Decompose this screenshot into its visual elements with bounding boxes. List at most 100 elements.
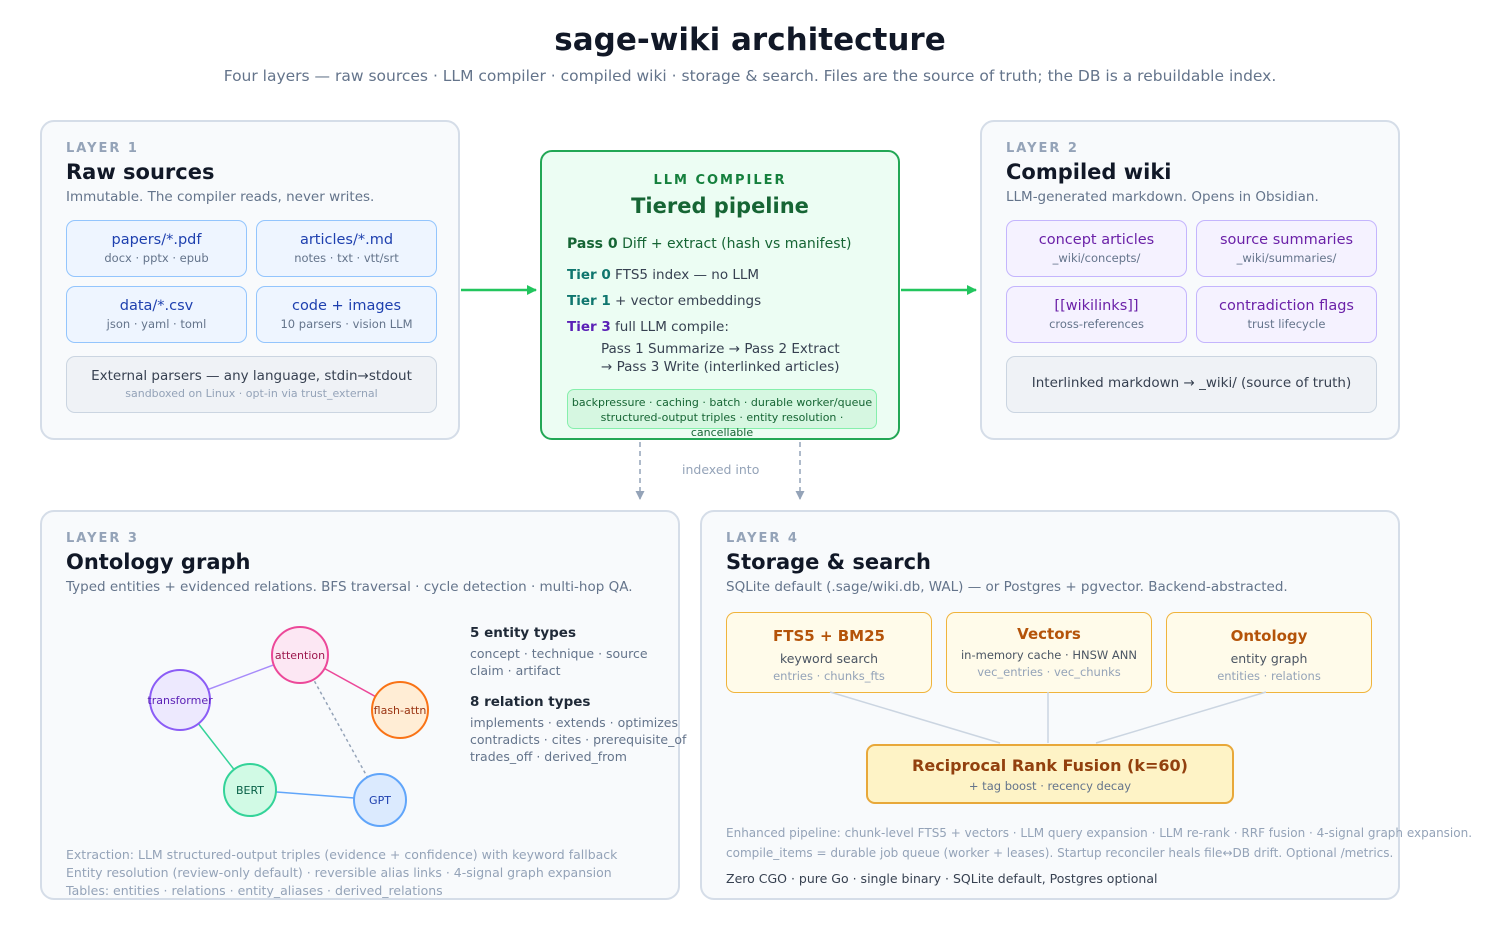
fts-sub: keyword search	[779, 651, 879, 666]
external-parsers-label: External parsers — any language, stdin→s…	[91, 368, 412, 384]
ontology-box: Ontology entity graph entities · relatio…	[1166, 612, 1372, 693]
relation-types-line2: contradicts · cites · prerequisite_of	[470, 732, 687, 747]
layer1-label: LAYER 1	[66, 141, 139, 156]
indexed-into-label: indexed into	[682, 462, 760, 477]
wiki-box-sub: cross-references	[1049, 317, 1144, 331]
source-box-label: papers/*.pdf	[111, 232, 202, 248]
wiki-box-sub: trust lifecycle	[1247, 317, 1326, 331]
pass0-text: Diff + extract (hash vs manifest)	[622, 236, 852, 252]
edge-attention-gpt	[299, 654, 381, 801]
connector-ontology-to-rrf	[1095, 691, 1267, 744]
vectors-box: Vectors in-memory cache · HNSW ANN vec_e…	[946, 612, 1152, 693]
page-title: sage-wiki architecture	[554, 22, 946, 58]
node-transformer: transformer	[147, 669, 213, 731]
layer3-desc: Typed entities + evidenced relations. BF…	[66, 579, 633, 595]
compiler-features-chip: backpressure · caching · batch · durable…	[567, 389, 877, 439]
relation-types-line1: implements · extends · optimizes	[470, 715, 678, 730]
layer4-footnote-3: Zero CGO · pure Go · single binary · SQL…	[726, 871, 1158, 886]
source-box-code: code + images 10 parsers · vision LLM	[256, 286, 437, 343]
vectors-title: Vectors	[1017, 625, 1081, 643]
ontology-title: Ontology	[1230, 627, 1308, 645]
source-box-sub: 10 parsers · vision LLM	[280, 317, 413, 331]
source-box-sub: docx · pptx · epub	[104, 251, 209, 265]
compiler-title: Tiered pipeline	[631, 194, 809, 218]
pass0-key: Pass 0	[567, 236, 618, 252]
llm-compiler-panel: LLM COMPILER Tiered pipeline Pass 0 Diff…	[540, 150, 900, 440]
layer1-title: Raw sources	[66, 160, 215, 184]
layer3-footnote-3: Tables: entities · relations · entity_al…	[66, 883, 443, 898]
layer4-label: LAYER 4	[726, 531, 799, 546]
node-bert-label: BERT	[236, 784, 264, 797]
tier3-text: full LLM compile:	[615, 319, 729, 335]
entity-types-line1: concept · technique · source	[470, 646, 648, 661]
wiki-box-contradictions: contradiction flags trust lifecycle	[1196, 286, 1377, 343]
rrf-box: Reciprocal Rank Fusion (k=60) + tag boos…	[866, 744, 1234, 804]
layer4-desc: SQLite default (.sage/wiki.db, WAL) — or…	[726, 579, 1288, 595]
layer1-desc: Immutable. The compiler reads, never wri…	[66, 189, 375, 205]
wiki-box-label: [[wikilinks]]	[1054, 298, 1139, 314]
rrf-sub: + tag boost · recency decay	[968, 779, 1132, 793]
interlinked-markdown-box: Interlinked markdown → _wiki/ (source of…	[1006, 356, 1377, 413]
wiki-box-label: source summaries	[1219, 232, 1354, 248]
rrf-title: Reciprocal Rank Fusion (k=60)	[912, 756, 1188, 775]
tier1-key: Tier 1	[567, 293, 611, 309]
layer2-label: LAYER 2	[1006, 141, 1079, 156]
wiki-box-label: contradiction flags	[1219, 298, 1354, 314]
node-flash-attn-label: flash-attn	[374, 704, 427, 717]
node-gpt: GPT	[353, 773, 407, 827]
layer3-footnote-1: Extraction: LLM structured-output triple…	[66, 847, 618, 862]
page-subtitle: Four layers — raw sources · LLM compiler…	[223, 67, 1277, 85]
source-box-label: data/*.csv	[119, 298, 194, 314]
source-box-label: code + images	[291, 298, 402, 314]
layer3-panel: LAYER 3 Ontology graph Typed entities + …	[40, 510, 686, 900]
ontology-sub: entity graph	[1230, 651, 1308, 666]
wiki-box-concepts: concept articles _wiki/concepts/	[1006, 220, 1187, 277]
wiki-box-sub: _wiki/summaries/	[1236, 251, 1337, 265]
tier3-line: Tier 3 full LLM compile:	[567, 319, 729, 335]
external-parsers-box: External parsers — any language, stdin→s…	[66, 356, 437, 413]
relation-types-heading: 8 relation types	[470, 694, 591, 710]
tier0-text: FTS5 index — no LLM	[615, 267, 760, 283]
pass0-line: Pass 0 Diff + extract (hash vs manifest)	[567, 236, 851, 252]
fts-title: FTS5 + BM25	[773, 627, 885, 645]
tier3-key: Tier 3	[567, 319, 611, 335]
wiki-box-sub: _wiki/concepts/	[1052, 251, 1141, 265]
layer4-footnote-2: compile_items = durable job queue (worke…	[726, 846, 1394, 860]
source-box-papers: papers/*.pdf docx · pptx · epub	[66, 220, 247, 277]
fts-bm25-box: FTS5 + BM25 keyword search entries · chu…	[726, 612, 932, 693]
layer3-footnote-2: Entity resolution (review-only default) …	[66, 865, 612, 880]
wiki-box-wikilinks: [[wikilinks]] cross-references	[1006, 286, 1187, 343]
layer3-title: Ontology graph	[66, 550, 251, 574]
compiler-label: LLM COMPILER	[653, 173, 787, 188]
node-gpt-label: GPT	[369, 794, 391, 807]
source-box-sub: json · yaml · toml	[106, 317, 207, 331]
tier1-line: Tier 1 + vector embeddings	[567, 293, 761, 309]
layer2-title: Compiled wiki	[1006, 160, 1172, 184]
tier1-text: + vector embeddings	[615, 293, 762, 309]
relation-types-line3: trades_off · derived_from	[470, 749, 627, 764]
tier0-line: Tier 0 FTS5 index — no LLM	[567, 267, 759, 283]
tier3-detail-1: Pass 1 Summarize → Pass 2 Extract	[601, 341, 840, 357]
node-transformer-label: transformer	[147, 694, 213, 707]
node-attention: attention	[271, 626, 329, 684]
fts-tables: entries · chunks_fts	[773, 669, 885, 683]
vectors-sub: in-memory cache · HNSW ANN	[960, 648, 1137, 662]
source-box-sub: notes · txt · vtt/srt	[294, 251, 399, 265]
wiki-box-label: concept articles	[1038, 232, 1155, 248]
compiler-features-line1: backpressure · caching · batch · durable…	[571, 396, 873, 409]
connector-fts-to-rrf	[829, 691, 1001, 744]
layer1-panel: LAYER 1 Raw sources Immutable. The compi…	[40, 120, 460, 440]
tier3-detail-2: → Pass 3 Write (interlinked articles)	[601, 359, 840, 375]
layer2-desc: LLM-generated markdown. Opens in Obsidia…	[1006, 189, 1319, 205]
source-box-articles: articles/*.md notes · txt · vtt/srt	[256, 220, 437, 277]
wiki-box-summaries: source summaries _wiki/summaries/	[1196, 220, 1377, 277]
node-attention-label: attention	[275, 649, 325, 662]
source-box-data: data/*.csv json · yaml · toml	[66, 286, 247, 343]
node-bert: BERT	[223, 763, 277, 817]
tier0-key: Tier 0	[567, 267, 611, 283]
interlinked-markdown-label: Interlinked markdown → _wiki/ (source of…	[1031, 375, 1352, 391]
layer4-footnote-1: Enhanced pipeline: chunk-level FTS5 + ve…	[726, 826, 1473, 840]
layer4-title: Storage & search	[726, 550, 931, 574]
layer2-panel: LAYER 2 Compiled wiki LLM-generated mark…	[980, 120, 1400, 440]
